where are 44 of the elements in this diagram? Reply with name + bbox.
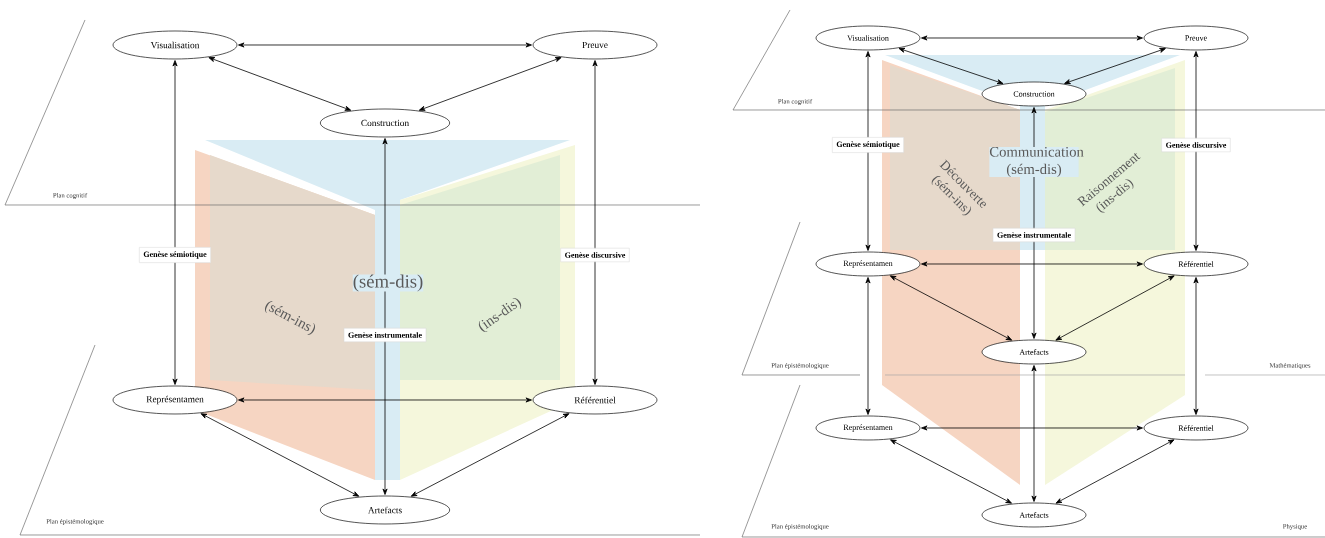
edge-label: Genèse sémiotique: [139, 247, 211, 263]
ellipse-node: Représentamen: [815, 415, 921, 441]
ellipse-node: Construction: [981, 81, 1087, 107]
arrow: [410, 413, 570, 497]
arrow: [1064, 48, 1166, 84]
ellipse-node: Référentiel: [532, 385, 658, 415]
arrow: [238, 42, 532, 48]
ellipse-node: Preuve: [532, 30, 658, 60]
arrow: [592, 60, 598, 385]
edge-label: Genèse discursive: [1161, 137, 1231, 153]
ellipse-node: Artefacts: [320, 495, 450, 525]
arrow: [865, 277, 871, 415]
ellipse-node: Visualisation: [112, 30, 238, 60]
arrow: [382, 138, 388, 495]
edge-label: Genèse discursive: [560, 247, 630, 263]
arrow: [1055, 439, 1175, 504]
arrow: [1193, 51, 1199, 251]
arrow: [865, 51, 871, 251]
arrow: [172, 60, 178, 385]
arrow: [898, 47, 1004, 85]
arrow: [921, 425, 1143, 431]
ellipse-node: Artefacts: [981, 502, 1087, 528]
ellipse-node: Représentamen: [112, 385, 238, 415]
edge-label: Genèse instrumentale: [992, 227, 1076, 243]
ellipse-node: Preuve: [1143, 25, 1249, 51]
arrow: [1031, 365, 1037, 502]
arrow: [921, 261, 1143, 267]
edge-label: Genèse sémiotique: [832, 137, 904, 153]
edge-label: Genèse instrumentale: [343, 327, 427, 343]
arrow: [890, 439, 1012, 504]
ellipse-node: Référentiel: [1143, 415, 1249, 441]
arrow: [921, 35, 1143, 41]
arrow: [418, 57, 562, 111]
arrow: [1055, 275, 1175, 341]
arrow: [208, 57, 352, 111]
arrow: [200, 413, 360, 497]
ellipse-node: Visualisation: [815, 25, 921, 51]
ellipse-node: Représentamen: [815, 251, 921, 277]
ellipse-node: Référentiel: [1143, 251, 1249, 277]
arrow: [889, 275, 1013, 341]
ellipse-node: Artefacts: [981, 339, 1087, 365]
arrow: [1193, 277, 1199, 415]
ellipse-node: Construction: [320, 108, 450, 138]
arrow: [238, 397, 532, 403]
